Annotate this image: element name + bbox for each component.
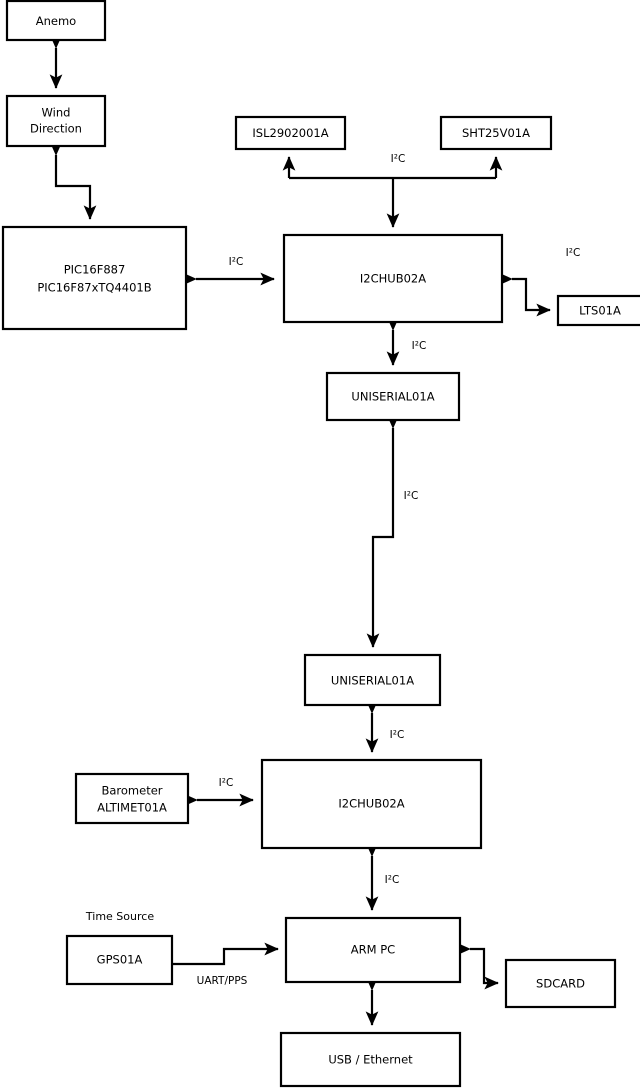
node-box-sht25v01a[interactable]: [439, 115, 553, 151]
node-label-isl2902001a: ISL2902001A: [252, 126, 328, 140]
edge-armpc-sdcard: [456, 942, 499, 990]
edge-hubtop-lts: I²C: [498, 247, 581, 317]
node-label-anemo: Anemo: [36, 14, 76, 28]
node-i2chub02a-top[interactable]: I2CHUB02A: [282, 233, 504, 324]
node-box-uniserial01a-top[interactable]: [325, 371, 461, 422]
edge-barometer-hubbot: I²C: [183, 777, 254, 807]
node-label-uniserial01a-top: UNISERIAL01A: [351, 390, 434, 404]
edge-label-uniserial-uniserial: I²C: [404, 490, 419, 502]
node-barometer[interactable]: Barometer ALTIMET01A: [74, 772, 190, 825]
node-label-pic-line1: PIC16F887: [64, 263, 126, 277]
node-label-sht25v01a: SHT25V01A: [462, 126, 530, 140]
node-sht25v01a[interactable]: SHT25V01A: [439, 115, 553, 151]
node-uniserial01a-top[interactable]: UNISERIAL01A: [325, 371, 461, 422]
node-box-arm-pc[interactable]: [284, 916, 462, 984]
edge-line-hubtop-lts: [498, 272, 551, 317]
node-label-lts01a: LTS01A: [579, 304, 621, 318]
edges-layer: I²C I²C I²C I²C: [49, 34, 581, 1026]
node-sdcard[interactable]: SDCARD: [504, 958, 617, 1009]
node-usb-ethernet[interactable]: USB / Ethernet: [279, 1031, 462, 1088]
node-label-barometer-line1: Barometer: [101, 784, 162, 798]
node-i2chub02a-bottom[interactable]: I2CHUB02A: [260, 758, 483, 850]
edge-line-uniserial-uniserial: [366, 414, 400, 648]
edge-label-uniserialbot-hubbot: I²C: [390, 729, 405, 741]
node-gps01a[interactable]: GPS01A: [65, 934, 174, 986]
label-time-source: Time Source: [85, 910, 154, 923]
node-label-i2chub02a-top: I2CHUB02A: [360, 272, 426, 286]
node-label-arm-pc: ARM PC: [351, 943, 395, 957]
node-label-usb-ethernet: USB / Ethernet: [328, 1053, 413, 1067]
node-box-wind-direction[interactable]: [5, 94, 107, 148]
edge-uniserial-uniserial: I²C: [366, 414, 419, 648]
edge-label-gps-armpc: UART/PPS: [197, 975, 248, 987]
node-label-barometer-line2: ALTIMET01A: [97, 801, 167, 815]
edge-label-barometer-hubbot: I²C: [219, 777, 234, 789]
node-box-isl2902001a[interactable]: [234, 115, 347, 151]
edge-line-wind-pic: [49, 141, 97, 220]
node-box-sdcard[interactable]: [504, 958, 617, 1009]
free-labels-layer: Time Source: [85, 910, 154, 923]
node-label-pic-line2: PIC16F87xTQ4401B: [37, 281, 151, 295]
edge-hubbot-armpc: I²C: [365, 842, 400, 911]
edge-wind-pic: [49, 141, 97, 220]
edge-line-armpc-sdcard: [456, 942, 499, 990]
edge-label-hubbot-armpc: I²C: [385, 874, 400, 886]
edge-pic-hubtop: I²C: [182, 256, 275, 286]
node-box-gps01a[interactable]: [65, 934, 174, 986]
edge-label-hubtop-sensors: I²C: [391, 153, 406, 165]
node-wind-direction[interactable]: Wind Direction: [5, 94, 107, 148]
node-box-barometer[interactable]: [74, 772, 190, 825]
node-uniserial01a-bottom[interactable]: UNISERIAL01A: [303, 653, 442, 707]
edge-label-pic-hubtop: I²C: [229, 256, 244, 268]
node-box-pic[interactable]: [1, 225, 188, 331]
node-label-uniserial01a-bottom: UNISERIAL01A: [331, 674, 414, 688]
node-label-sdcard: SDCARD: [536, 977, 585, 991]
node-label-gps01a: GPS01A: [97, 953, 143, 967]
edge-uniserialbot-hubbot: I²C: [365, 699, 405, 753]
edge-gps-armpc: UART/PPS: [172, 942, 279, 987]
node-anemo[interactable]: Anemo: [5, 0, 107, 42]
edge-line-gps-armpc: [172, 942, 279, 966]
node-box-anemo[interactable]: [5, 0, 107, 42]
edge-hubtop-sensors: I²C: [282, 153, 503, 228]
edge-hubtop-uniserialtop: I²C: [386, 316, 427, 366]
node-box-uniserial01a-bottom[interactable]: [303, 653, 442, 707]
node-box-i2chub02a-top[interactable]: [282, 233, 504, 324]
node-label-wind-direction-line2: Direction: [30, 122, 82, 136]
node-isl2902001a[interactable]: ISL2902001A: [234, 115, 347, 151]
node-arm-pc[interactable]: ARM PC: [284, 916, 462, 984]
node-lts01a[interactable]: LTS01A: [556, 294, 640, 327]
node-label-wind-direction-line1: Wind: [42, 106, 71, 120]
node-box-usb-ethernet[interactable]: [279, 1031, 462, 1088]
node-label-i2chub02a-bottom: I2CHUB02A: [338, 797, 404, 811]
node-box-lts01a[interactable]: [556, 294, 640, 327]
edge-label-hubtop-lts: I²C: [566, 247, 581, 259]
edge-label-hubtop-uniserialtop: I²C: [412, 340, 427, 352]
node-box-i2chub02a-bottom[interactable]: [260, 758, 483, 850]
node-pic[interactable]: PIC16F887 PIC16F87xTQ4401B: [1, 225, 188, 331]
